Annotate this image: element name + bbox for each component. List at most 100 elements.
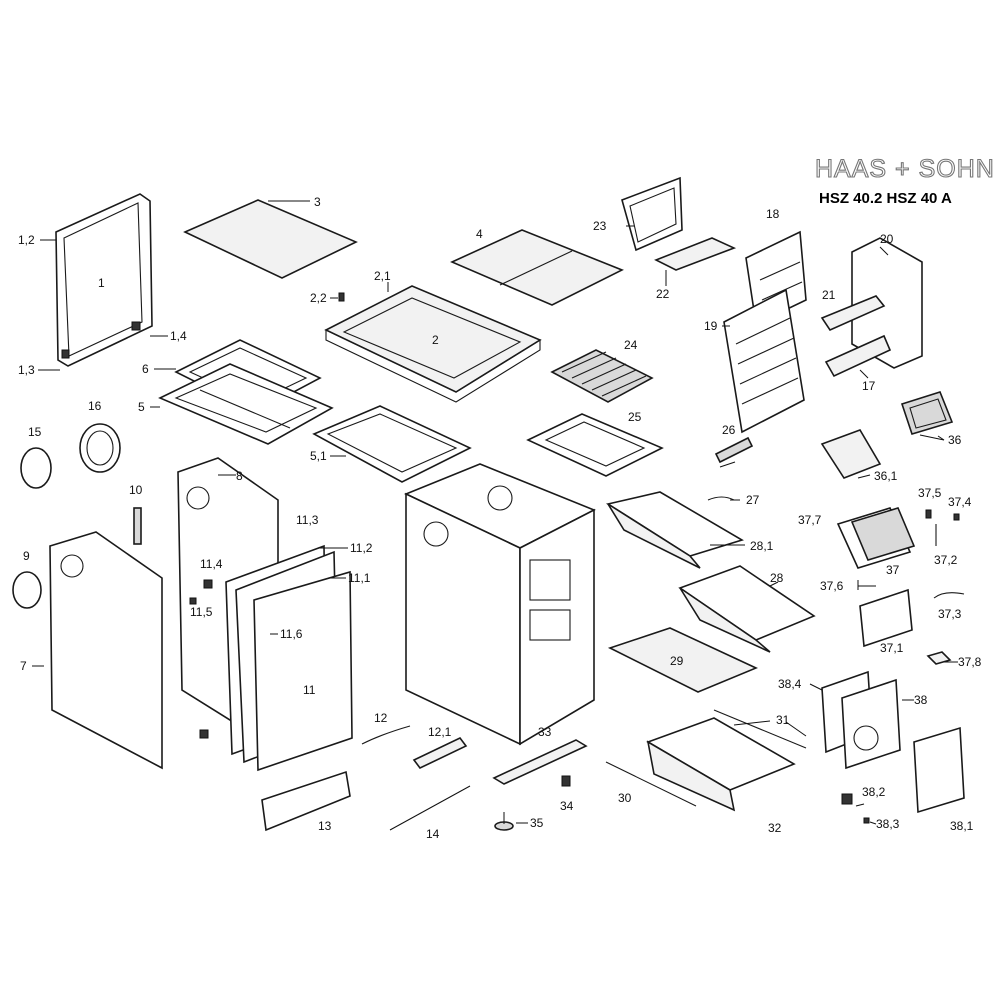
part-28-1-pan: [605, 491, 744, 569]
part-12-handle: [361, 725, 411, 745]
label-9: 9: [23, 549, 30, 563]
part-21-brick: [820, 295, 886, 332]
label-32: 32: [768, 821, 782, 835]
label-28-1: 28,1: [750, 539, 774, 553]
label-1-4: 1,4: [170, 329, 187, 343]
part-36-tray: [900, 391, 954, 435]
part-34-clip: [561, 775, 571, 787]
part-25-grate-holder: [526, 413, 664, 477]
label-38-3: 38,3: [876, 817, 900, 831]
label-36-1: 36,1: [874, 469, 898, 483]
part-38-1-door-panel: [913, 726, 965, 814]
label-37-3: 37,3: [938, 607, 962, 621]
part-3-top-plate: [183, 199, 358, 279]
label-13: 13: [318, 819, 332, 833]
label-11-1: 11,1: [348, 571, 371, 585]
label-28: 28: [770, 571, 784, 585]
part-14-rod: [389, 785, 471, 831]
part-10-rod: [133, 507, 142, 545]
part-2-top-frame: [324, 285, 542, 403]
part-37-8-plate: [926, 651, 952, 665]
part-37-4-screw: [953, 513, 960, 521]
label-1-3: 1,3: [18, 363, 35, 377]
part-38-3-screw: [863, 817, 870, 824]
part-36-1-block: [820, 429, 882, 479]
label-35: 35: [530, 816, 544, 830]
brand-logo: HAAS + SOHN: [815, 155, 995, 183]
part-labels: 1 1,2 1,3 1,4 2 2,1 2,2 3 4 5 5,1 6 7 8 …: [18, 195, 982, 841]
leader-lines: [32, 200, 958, 825]
part-15-disc: [20, 447, 52, 489]
part-24-grate: [550, 349, 654, 403]
part-13-plinth: [261, 770, 351, 832]
label-12: 12: [374, 711, 388, 725]
part-22-plate: [654, 237, 737, 271]
label-11-3: 11,3: [296, 513, 319, 527]
label-11: 11: [303, 683, 316, 697]
label-29: 29: [670, 654, 684, 668]
label-7: 7: [20, 659, 27, 673]
label-18: 18: [766, 207, 780, 221]
label-3: 3: [314, 195, 321, 209]
part-38-2-knob: [841, 793, 853, 805]
label-37-6: 37,6: [820, 579, 844, 593]
label-14: 14: [426, 827, 440, 841]
part-37-5-pin: [925, 509, 932, 519]
part-38-door: [841, 678, 901, 770]
part-35-foot: [494, 812, 514, 831]
label-37-2: 37,2: [934, 553, 958, 567]
main-body-cabinet: [404, 463, 596, 746]
label-19: 19: [704, 319, 718, 333]
part-32-ash-tray: [646, 717, 796, 812]
label-11-2: 11,2: [350, 541, 373, 555]
part-28-ash-pan: [678, 565, 816, 653]
label-23: 23: [593, 219, 607, 233]
label-37: 37: [886, 563, 900, 577]
part-33-rail: [492, 739, 588, 785]
part-19-firebrick: [723, 288, 805, 434]
label-36: 36: [948, 433, 962, 447]
part-37-3-lever: [933, 592, 965, 599]
label-37-4: 37,4: [948, 495, 972, 509]
part-12-1-handle-cover: [412, 736, 468, 770]
part-26-grille: [714, 436, 754, 464]
part-37-door-assembly: [836, 507, 916, 569]
label-15: 15: [28, 425, 42, 439]
label-2-2: 2,2: [310, 291, 327, 305]
label-11-6: 11,6: [280, 627, 303, 641]
label-8: 8: [236, 469, 243, 483]
part-29-plate: [607, 627, 758, 693]
label-22: 22: [656, 287, 670, 301]
part-4-cover-plates: [450, 229, 624, 306]
part-1-side-panel: [55, 193, 153, 367]
part-23-baffle: [621, 176, 683, 252]
label-37-8: 37,8: [958, 655, 982, 669]
label-2-1: 2,1: [374, 269, 391, 283]
part-18-firebrick: [745, 230, 807, 326]
label-6: 6: [142, 362, 149, 376]
bottom-bracket: [199, 729, 209, 739]
label-38: 38: [914, 693, 928, 707]
label-31: 31: [776, 713, 790, 727]
label-17: 17: [862, 379, 876, 393]
label-5: 5: [138, 400, 145, 414]
label-26: 26: [722, 423, 736, 437]
label-37-7: 37,7: [798, 513, 822, 527]
model-title: HSZ 40.2 HSZ 40 A: [819, 190, 952, 207]
label-38-4: 38,4: [778, 677, 802, 691]
label-5-1: 5,1: [310, 449, 327, 463]
part-31-rail: [713, 709, 807, 749]
label-38-2: 38,2: [862, 785, 886, 799]
label-12-1: 12,1: [428, 725, 452, 739]
part-16-ring: [79, 423, 121, 473]
part-9-disc: [12, 571, 42, 609]
part-11-door: [253, 570, 353, 772]
label-25: 25: [628, 410, 642, 424]
label-20: 20: [880, 232, 894, 246]
label-24: 24: [624, 338, 638, 352]
label-1: 1: [98, 276, 105, 290]
label-30: 30: [618, 791, 632, 805]
label-33: 33: [538, 725, 552, 739]
